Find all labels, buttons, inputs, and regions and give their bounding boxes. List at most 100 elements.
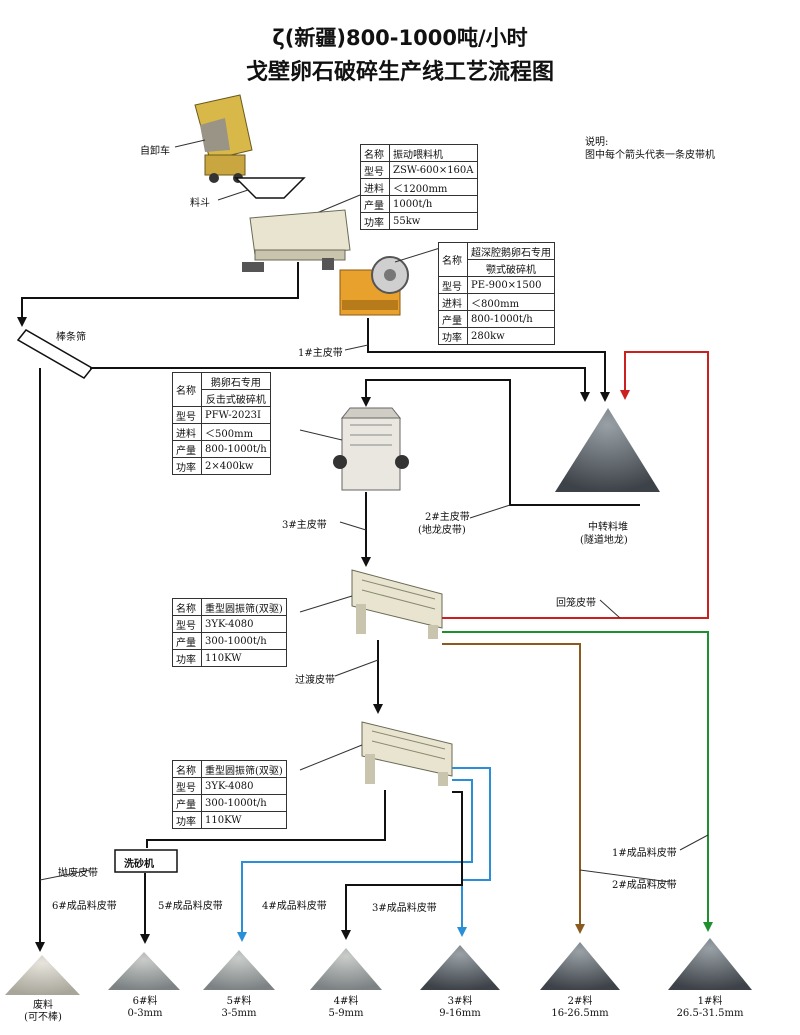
- spec-key: 功率: [438, 327, 468, 345]
- spec-key: 型号: [172, 406, 202, 424]
- spec-value: 振动喂料机: [389, 144, 478, 162]
- vibrating-feeder-icon: [242, 209, 351, 272]
- note-title: 说明:: [585, 137, 609, 148]
- circular-vibrating-screen-2-icon: [361, 721, 453, 786]
- pile-1-icon: [668, 938, 752, 990]
- pile-name: 2#料: [567, 996, 593, 1007]
- spec-key: 功率: [172, 457, 202, 475]
- pile-size: 3-5mm: [221, 1008, 257, 1019]
- pile-size: 0-3mm: [127, 1008, 163, 1019]
- title-line-1: ζ(新疆)800-1000吨/小时: [272, 26, 528, 50]
- pile-3-icon: [420, 945, 500, 990]
- spec-value: ＜1200mm: [389, 178, 478, 196]
- spec-value: 280kw: [467, 327, 555, 345]
- spec-value: 反击式破碎机: [201, 389, 271, 407]
- pile-name: 6#料: [132, 996, 158, 1007]
- spec-key: 功率: [172, 649, 202, 667]
- spec-key: 产量: [172, 794, 202, 812]
- spec-value: 300-1000t/h: [201, 794, 287, 812]
- label-product-belt-5: 5#成品料皮带: [158, 901, 223, 912]
- spec-key: 名称: [438, 242, 468, 277]
- spec-key: 名称: [172, 598, 202, 616]
- spec-value: 重型圆振筛(双驱): [201, 598, 287, 616]
- spec-key: 产量: [438, 310, 468, 328]
- spec-value: 300-1000t/h: [201, 632, 287, 650]
- pile-size: 5-9mm: [328, 1008, 364, 1019]
- pile-size: 16-26.5mm: [551, 1008, 609, 1019]
- spec-key: 进料: [172, 423, 202, 441]
- spec-key: 功率: [172, 811, 202, 829]
- spec-key: 名称: [360, 144, 390, 162]
- spec-key: 名称: [172, 760, 202, 778]
- spec-value: 110KW: [201, 649, 287, 667]
- belt-1-main: [367, 318, 610, 402]
- belt-product-2: [442, 643, 585, 934]
- label-product-belt-4: 4#成品料皮带: [262, 901, 327, 912]
- belt-grizzly-to-stockpile: [90, 367, 590, 402]
- pile-2-icon: [540, 942, 620, 990]
- label-belt-1: 1#主皮带: [298, 348, 343, 359]
- spec-key: 功率: [360, 212, 390, 230]
- label-grizzly: 棒条筛: [56, 332, 86, 343]
- spec-value: 110KW: [201, 811, 287, 829]
- pile-5-icon: [203, 950, 275, 990]
- spec-key: 产量: [360, 195, 390, 213]
- spec-value: 重型圆振筛(双驱): [201, 760, 287, 778]
- circular-vibrating-screen-1-icon: [351, 569, 443, 639]
- dump-truck-icon: [194, 94, 253, 183]
- spec-key: 型号: [172, 615, 202, 633]
- pile-size: (可不棒): [24, 1012, 62, 1023]
- label-belt-2b: (地龙皮带): [418, 525, 466, 536]
- belt-2-main: [361, 379, 640, 506]
- label-hopper: 料斗: [190, 198, 210, 209]
- spec-value: 鹅卵石专用: [201, 372, 271, 390]
- spec-value: PFW-2023I: [201, 406, 271, 424]
- waste-pile-icon: [5, 955, 80, 995]
- label-return-belt: 回笼皮带: [556, 598, 596, 609]
- pile-name: 废料: [33, 1000, 53, 1011]
- label-waste-belt: 抛废皮带: [58, 868, 98, 879]
- spec-value: 3YK-4080: [201, 615, 287, 633]
- hopper-icon: [234, 177, 306, 199]
- transfer-stockpile-icon: [555, 408, 660, 492]
- pile-6-icon: [108, 952, 180, 990]
- belt-product-1: [442, 631, 713, 932]
- spec-value: 800-1000t/h: [201, 440, 271, 458]
- impact-crusher-icon: [333, 407, 409, 491]
- belt-product-3: [452, 767, 491, 937]
- legend-note: 说明: 图中每个箭头代表一条皮带机: [585, 136, 715, 162]
- label-product-belt-3: 3#成品料皮带: [372, 903, 437, 914]
- label-product-belt-2: 2#成品料皮带: [612, 880, 677, 891]
- label-stockpile-b: (隧道地龙): [580, 535, 628, 546]
- pile-name: 1#料: [697, 996, 723, 1007]
- sand-washer-box: [114, 849, 178, 873]
- pile-label-waste: 废料(可不棒): [0, 1000, 88, 1024]
- belt-to-sand-washer: [146, 790, 386, 848]
- jaw-crusher-icon: [339, 256, 409, 316]
- belt-product-4: [341, 791, 463, 940]
- spec-key: 进料: [360, 178, 390, 196]
- title-line-2: 戈壁卵石破碎生产线工艺流程图: [245, 60, 554, 85]
- spec-value: 55kw: [389, 212, 478, 230]
- spec-value: ZSW-600×160A: [389, 161, 478, 179]
- label-transition-belt: 过渡皮带: [295, 675, 335, 686]
- spec-value: 800-1000t/h: [467, 310, 555, 328]
- belt-product-5: [237, 779, 473, 942]
- pile-name: 4#料: [333, 996, 359, 1007]
- spec-value: ＜800mm: [467, 293, 555, 311]
- label-belt-2: 2#主皮带: [425, 512, 470, 523]
- belt-feeder-to-grizzly: [17, 262, 299, 327]
- label-product-belt-6: 6#成品料皮带: [52, 901, 117, 912]
- spec-key: 型号: [438, 276, 468, 294]
- spec-value: 1000t/h: [389, 195, 478, 213]
- spec-key: 型号: [172, 777, 202, 795]
